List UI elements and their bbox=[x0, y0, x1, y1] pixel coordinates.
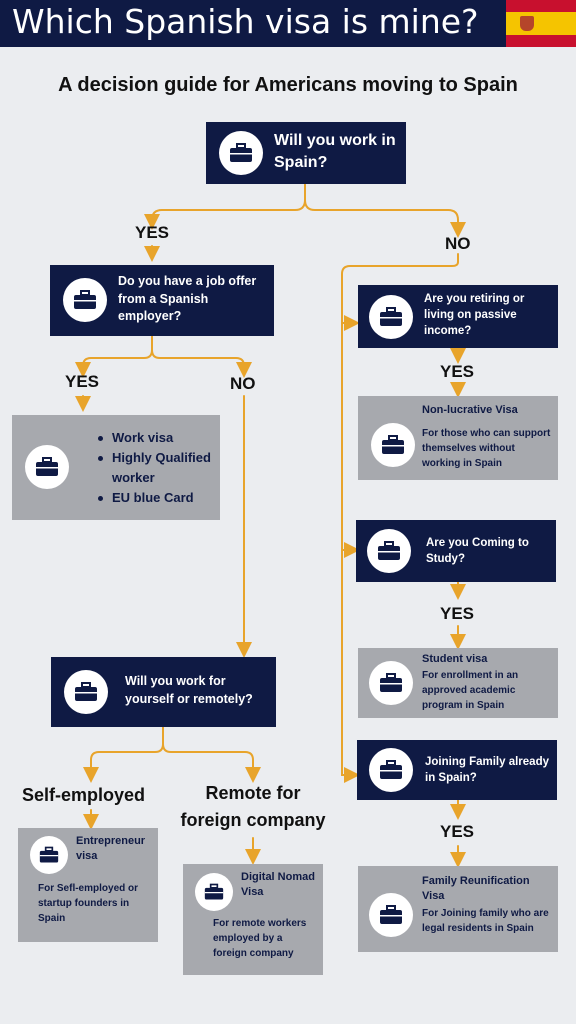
briefcase-icon bbox=[25, 445, 69, 489]
result-work-visas: Work visa Highly Qualified worker EU blu… bbox=[12, 415, 220, 520]
visa-title: Entrepreneur visa bbox=[76, 835, 146, 862]
subtitle: A decision guide for Americans moving to… bbox=[58, 74, 518, 96]
list-item: EU blue Card bbox=[98, 488, 218, 508]
result-family-reunification-visa: Family Reunification Visa For Joining fa… bbox=[358, 866, 558, 952]
result-entrepreneur-visa: Entrepreneur visa For Sefl-employed or s… bbox=[18, 828, 158, 942]
briefcase-icon bbox=[367, 529, 411, 573]
visa-list: Work visa Highly Qualified worker EU blu… bbox=[98, 428, 218, 509]
visa-title: Family Reunification Visa bbox=[422, 875, 530, 902]
label-root-yes: YES bbox=[135, 223, 170, 242]
question-self-or-remote: Will you work for yourself or remotely? bbox=[51, 657, 276, 727]
label-study-yes: YES bbox=[440, 604, 475, 623]
question-text: Will you work in Spain? bbox=[274, 132, 396, 172]
briefcase-icon bbox=[369, 893, 413, 937]
briefcase-icon bbox=[219, 131, 263, 175]
question-retiring: Are you retiring or living on passive in… bbox=[358, 285, 558, 348]
label-root-no: NO bbox=[445, 234, 471, 253]
spain-flag-icon bbox=[506, 0, 576, 47]
briefcase-icon bbox=[64, 670, 108, 714]
visa-title: Digital Nomad Visa bbox=[241, 871, 315, 898]
visa-description: For Sefl-employed or startup founders in… bbox=[38, 883, 139, 924]
briefcase-icon bbox=[369, 661, 413, 705]
visa-title: Non-lucrative Visa bbox=[422, 404, 518, 416]
label-self-employed: Self-employed bbox=[22, 785, 146, 805]
result-student-visa: Student visa For enrollment in an approv… bbox=[358, 648, 558, 718]
label-job-yes: YES bbox=[65, 372, 100, 391]
header-bar: Which Spanish visa is mine? bbox=[0, 0, 576, 47]
briefcase-icon bbox=[63, 278, 107, 322]
question-text: Are you retiring or living on passive in… bbox=[424, 293, 525, 338]
list-item: Work visa bbox=[98, 428, 218, 448]
briefcase-icon bbox=[369, 295, 413, 339]
question-family: Joining Family already in Spain? bbox=[357, 740, 557, 800]
question-study: Are you Coming to Study? bbox=[356, 520, 556, 582]
question-work-in-spain: Will you work in Spain? bbox=[206, 122, 406, 184]
question-text: Do you have a job offer from a Spanish e… bbox=[118, 274, 257, 323]
briefcase-icon bbox=[195, 873, 233, 911]
visa-description: For Joining family who are legal residen… bbox=[422, 908, 549, 934]
briefcase-icon bbox=[369, 748, 413, 792]
visa-description: For remote workers employed by a foreign… bbox=[213, 918, 307, 959]
visa-title: Student visa bbox=[422, 653, 488, 665]
list-item: Highly Qualified worker bbox=[98, 448, 218, 488]
label-retire-yes: YES bbox=[440, 362, 475, 381]
briefcase-icon bbox=[371, 423, 415, 467]
visa-description: For those who can support themselves wit… bbox=[422, 428, 551, 469]
result-digital-nomad-visa: Digital Nomad Visa For remote workers em… bbox=[183, 864, 323, 975]
page-title: Which Spanish visa is mine? bbox=[12, 2, 479, 41]
visa-description: For enrollment in an approved academic p… bbox=[422, 670, 519, 711]
question-text: Joining Family already in Spain? bbox=[425, 756, 549, 785]
question-text: Will you work for yourself or remotely? bbox=[125, 674, 253, 706]
question-text: Are you Coming to Study? bbox=[426, 537, 529, 566]
label-remote: Remote for foreign company bbox=[180, 783, 326, 830]
result-non-lucrative-visa: Non-lucrative Visa For those who can sup… bbox=[358, 396, 558, 480]
label-family-yes: YES bbox=[440, 822, 475, 841]
briefcase-icon bbox=[30, 836, 68, 874]
label-job-no: NO bbox=[230, 374, 256, 393]
question-job-offer: Do you have a job offer from a Spanish e… bbox=[50, 265, 274, 336]
